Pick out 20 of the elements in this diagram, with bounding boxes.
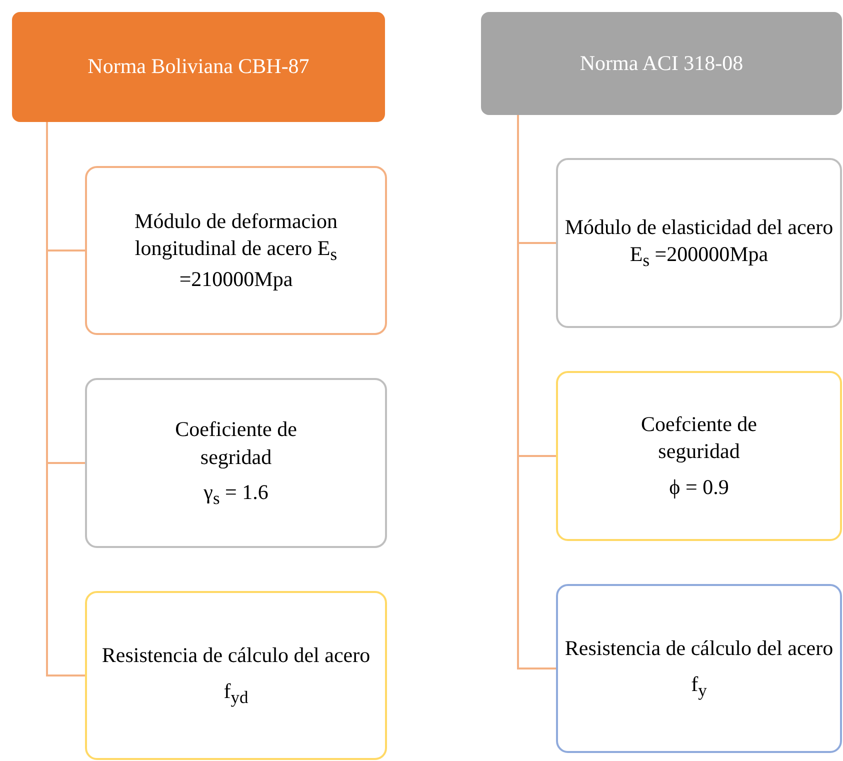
info-box	[85, 378, 387, 548]
box-text: Coeficiente de segridad	[174, 416, 298, 471]
box-text: γ$_{s}$ = 1.6	[204, 478, 268, 510]
box-text: Norma Boliviana CBH-87	[88, 53, 310, 80]
box-text: f$_{yd}$	[224, 678, 248, 709]
box-text: Módulo de elasticidad del acero E$_{s}$ =200000Mpa	[564, 214, 834, 272]
info-box	[85, 166, 387, 335]
info-box	[556, 371, 842, 541]
box-text: Coefciente de seguridad	[640, 411, 758, 466]
box-text: Módulo de deformacion longitudinal de acero E$_{s}$ =210000Mpa	[134, 208, 338, 293]
info-box	[85, 591, 387, 760]
info-box	[556, 158, 842, 328]
box-text: ϕ = 0.9	[669, 474, 729, 501]
header-box	[481, 12, 842, 115]
box-text: f$_{y}$	[691, 670, 707, 702]
header-box	[12, 12, 385, 122]
box-text: Resistencia de cálculo del acero	[564, 635, 834, 662]
box-text: Resistencia de cálculo del acero	[102, 642, 370, 670]
box-text: Norma ACI 318-08	[580, 50, 744, 77]
info-box	[556, 584, 842, 753]
